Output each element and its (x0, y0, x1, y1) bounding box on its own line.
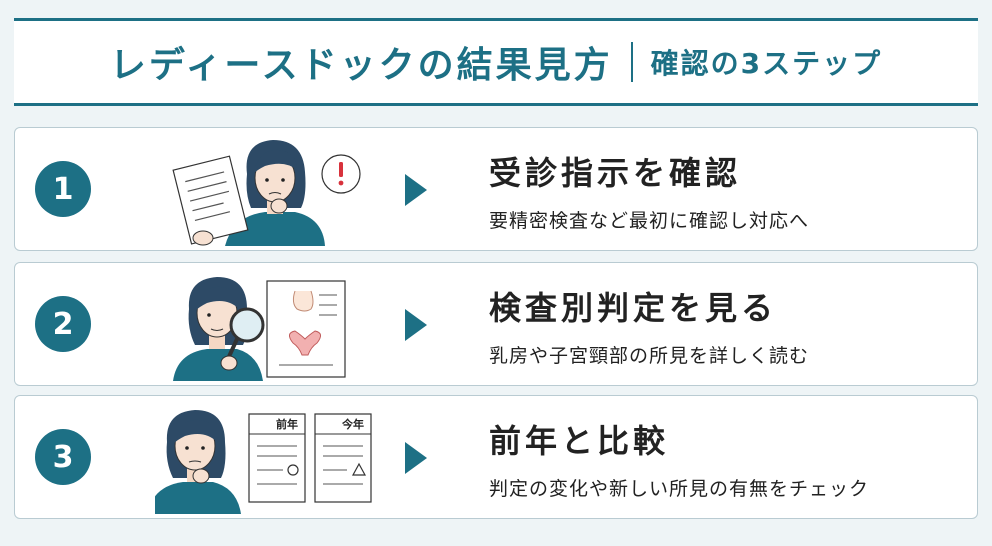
step-title: 前年と比較 (489, 422, 670, 460)
step-title: 検査別判定を見る (489, 289, 778, 327)
step-card-1: 1 受診指示を確認 要精密検査など最初に確認し対応 (14, 127, 978, 251)
step-card-2: 2 検査別判定を見る 乳房や子宮頸部の所見を詳しく読む (14, 262, 978, 386)
page-subtitle: 確認の3ステップ (650, 47, 883, 80)
page-header: レディースドックの結果見方 確認の3ステップ (14, 18, 978, 106)
step-arrow-icon (405, 309, 427, 341)
step-number-badge: 3 (35, 429, 91, 485)
step-description: 要精密検査など最初に確認し対応へ (489, 210, 810, 232)
doc-label-this-year: 今年 (342, 418, 364, 431)
woman-reading-document-with-alert-icon (172, 140, 361, 246)
step-card-3: 3 前年 今年 前年と比較 判定の変化や新しい所見の有無をチェック (14, 395, 978, 519)
page-title: レディースドックの結果見方 (109, 45, 613, 86)
doc-label-previous-year: 前年 (276, 418, 298, 431)
step-number-badge: 1 (35, 161, 91, 217)
step-number-badge: 2 (35, 296, 91, 352)
woman-comparing-two-reports-icon (155, 410, 372, 514)
step-title: 受診指示を確認 (489, 154, 742, 192)
title-divider (630, 42, 633, 82)
woman-with-magnifying-glass-and-medical-chart-icon (173, 277, 346, 381)
step-arrow-icon (405, 442, 427, 474)
step-arrow-icon (405, 174, 427, 206)
step-description: 乳房や子宮頸部の所見を詳しく読む (489, 345, 810, 367)
step-description: 判定の変化や新しい所見の有無をチェック (489, 478, 870, 500)
